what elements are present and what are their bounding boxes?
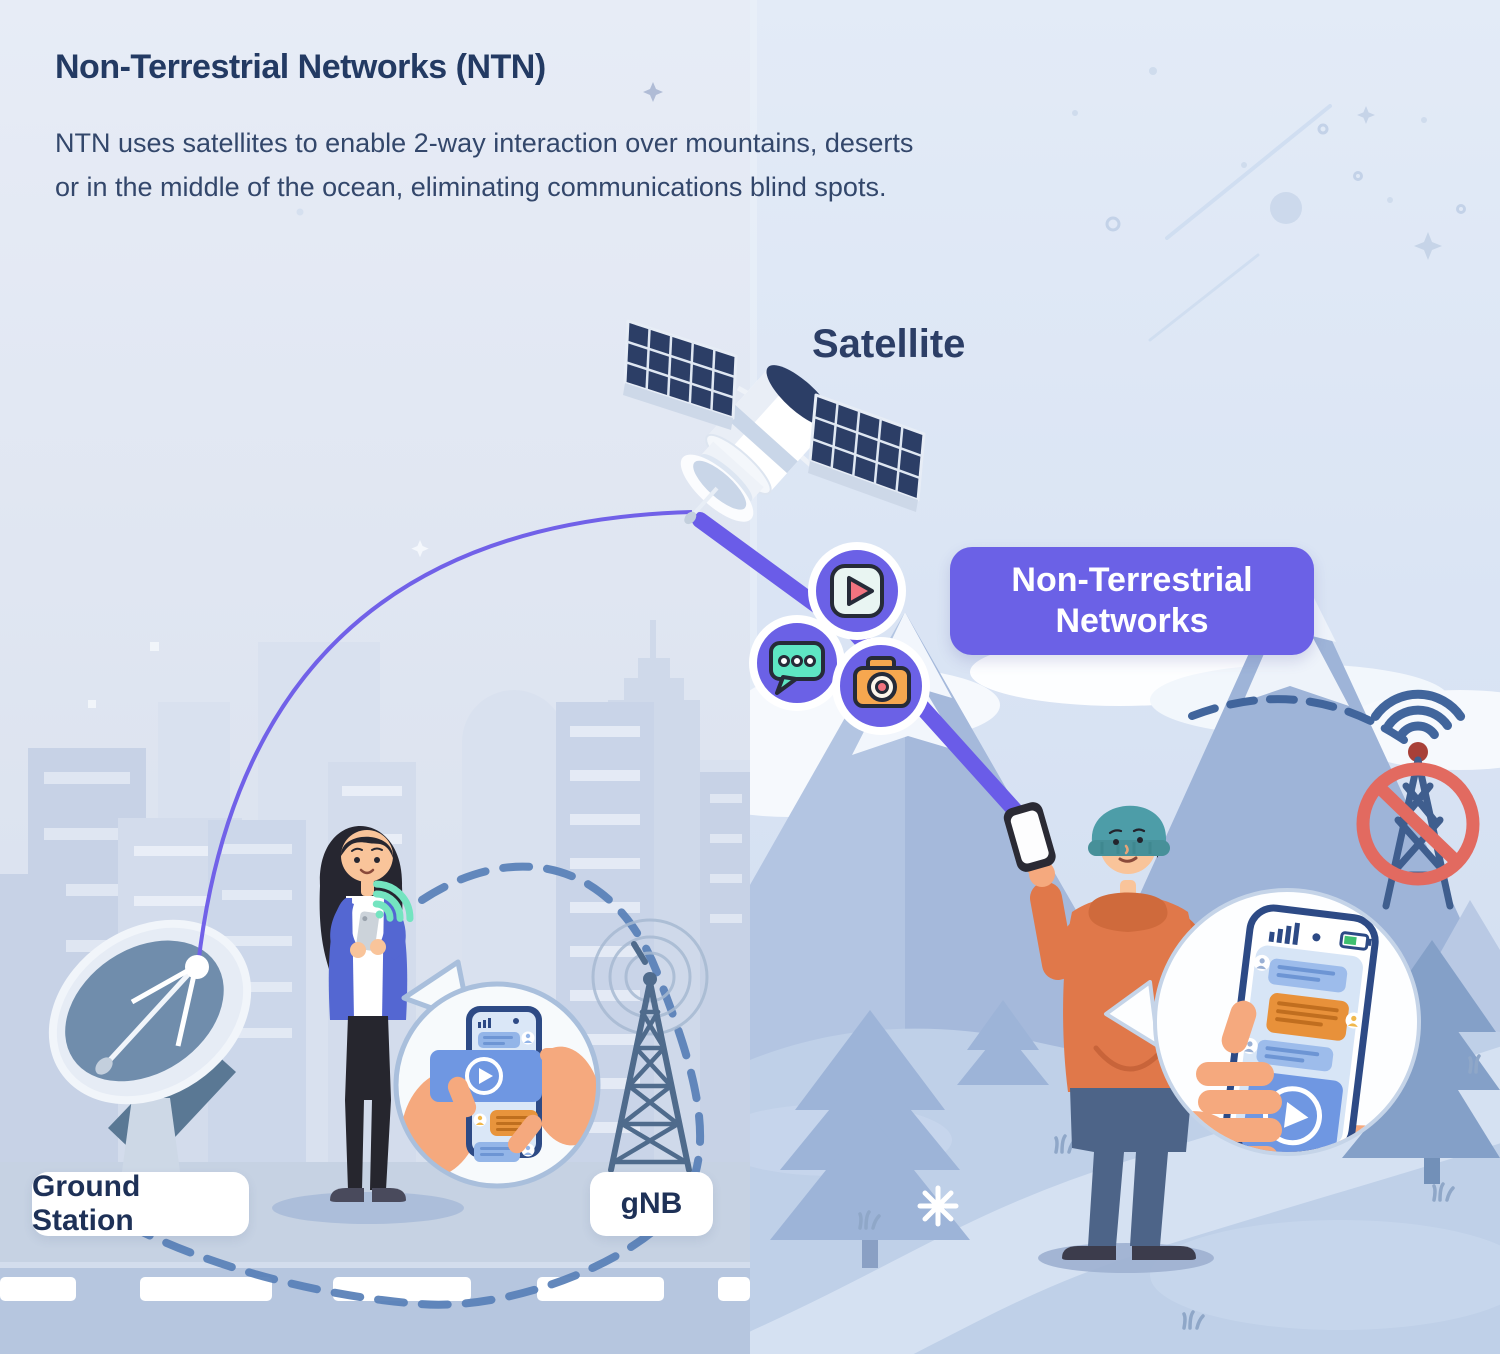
terrestrial-coverage-dashed-loop xyxy=(64,862,705,1309)
road-lane-markings xyxy=(0,1277,750,1301)
signal-bars-icon xyxy=(1268,922,1301,946)
solar-panel-right xyxy=(808,393,926,512)
wifi-signal-icon xyxy=(372,880,414,923)
smartphone xyxy=(1003,802,1056,872)
ntn-badge-line-1: Non-Terrestrial xyxy=(1011,560,1253,599)
gnb-signal-rings xyxy=(591,918,709,1036)
description-line-1: NTN uses satellites to enable 2-way inte… xyxy=(55,128,914,158)
battery-icon xyxy=(1339,931,1372,951)
camera-icon xyxy=(832,637,930,735)
description-line-2: or in the middle of the ocean, eliminati… xyxy=(55,171,887,202)
snowflake xyxy=(917,1185,959,1227)
chat-bubble-icon xyxy=(749,615,845,711)
video-play-icon xyxy=(808,542,906,640)
gnb-label: gNB xyxy=(590,1172,713,1236)
phone-chat-callout-right xyxy=(1104,888,1421,1156)
no-signal-tower xyxy=(1188,689,1480,910)
no-signal-icon xyxy=(1356,762,1480,886)
page-title: Non-Terrestrial Networks (NTN) xyxy=(55,48,546,86)
satellite-illustration xyxy=(623,319,926,525)
sky-decorations xyxy=(42,67,1466,1242)
play-icon xyxy=(1283,1101,1309,1128)
phone-chat-callout-left xyxy=(393,959,601,1189)
woman-with-phone xyxy=(272,826,464,1224)
ground-station-label: Ground Station xyxy=(32,1170,249,1237)
solar-panel-left xyxy=(623,319,738,430)
ntn-badge: Non-Terrestrial Networks xyxy=(950,547,1314,655)
pine-trees xyxy=(770,940,1500,1268)
scene-split-seam xyxy=(750,0,757,700)
media-icons xyxy=(749,542,930,735)
ntn-badge-line-2: Networks xyxy=(1055,602,1209,640)
wifi-signal-icon xyxy=(1370,689,1466,740)
page-description: NTN uses satellites to enable 2-way inte… xyxy=(55,122,913,209)
grass-tufts xyxy=(858,1054,1481,1330)
satellite-ground-link xyxy=(196,510,693,967)
gnb-tower xyxy=(591,918,709,1173)
dish-feed-point xyxy=(185,955,209,979)
satellite-label: Satellite xyxy=(812,322,966,366)
